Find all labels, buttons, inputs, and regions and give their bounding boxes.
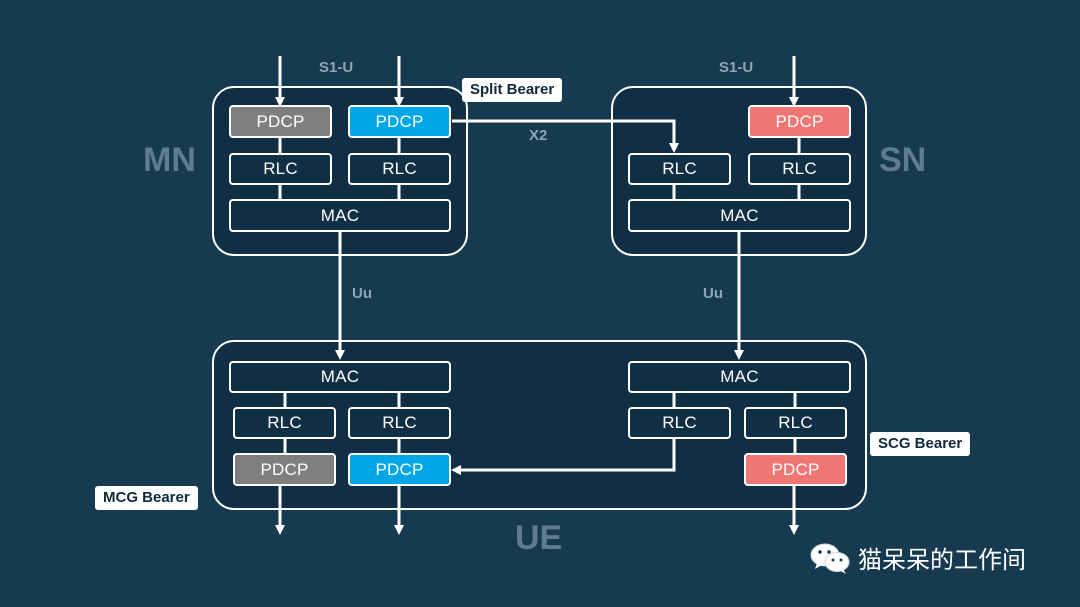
sn-label: SN xyxy=(879,141,927,179)
ue-rlc-1: RLC xyxy=(233,407,336,439)
wechat-icon xyxy=(810,543,850,574)
uu-sn-label: Uu xyxy=(703,285,723,302)
sn-rlc-split: RLC xyxy=(628,153,731,185)
ue-mac-mcg: MAC xyxy=(229,361,451,393)
sn-mac: MAC xyxy=(628,199,851,232)
mcg-bearer-callout: MCG Bearer xyxy=(95,486,198,510)
ue-pdcp-split: PDCP xyxy=(348,453,451,486)
x2-split-arrow xyxy=(452,119,679,153)
ue-pdcp-mcg: PDCP xyxy=(233,453,336,486)
s1u-mn-label: S1-U xyxy=(319,59,354,76)
mn-mac: MAC xyxy=(229,199,451,232)
mn-label: MN xyxy=(143,141,196,179)
ue-label: UE xyxy=(515,519,563,557)
ue-rlc-2: RLC xyxy=(348,407,451,439)
sn-rlc-scg: RLC xyxy=(748,153,851,185)
mn-rlc-1: RLC xyxy=(229,153,332,185)
ue-pdcp-scg: PDCP xyxy=(744,453,847,486)
ue-mac-scg: MAC xyxy=(628,361,851,393)
sn-pdcp-scg: PDCP xyxy=(748,105,851,138)
mn-pdcp-split: PDCP xyxy=(348,105,451,138)
watermark: 猫呆呆的工作间 xyxy=(808,540,1026,575)
watermark-text: 猫呆呆的工作间 xyxy=(858,546,1026,574)
ue-split-return-arrow xyxy=(451,439,676,475)
split-bearer-callout: Split Bearer xyxy=(462,78,563,102)
s1u-sn-label: S1-U xyxy=(719,59,754,76)
x2-label: X2 xyxy=(529,127,548,144)
ue-rlc-scg: RLC xyxy=(744,407,847,439)
mn-pdcp-mcg: PDCP xyxy=(229,105,332,138)
ue-rlc-split: RLC xyxy=(628,407,731,439)
uu-mn-label: Uu xyxy=(352,285,372,302)
mn-rlc-2: RLC xyxy=(348,153,451,185)
scg-bearer-callout: SCG Bearer xyxy=(870,432,971,456)
